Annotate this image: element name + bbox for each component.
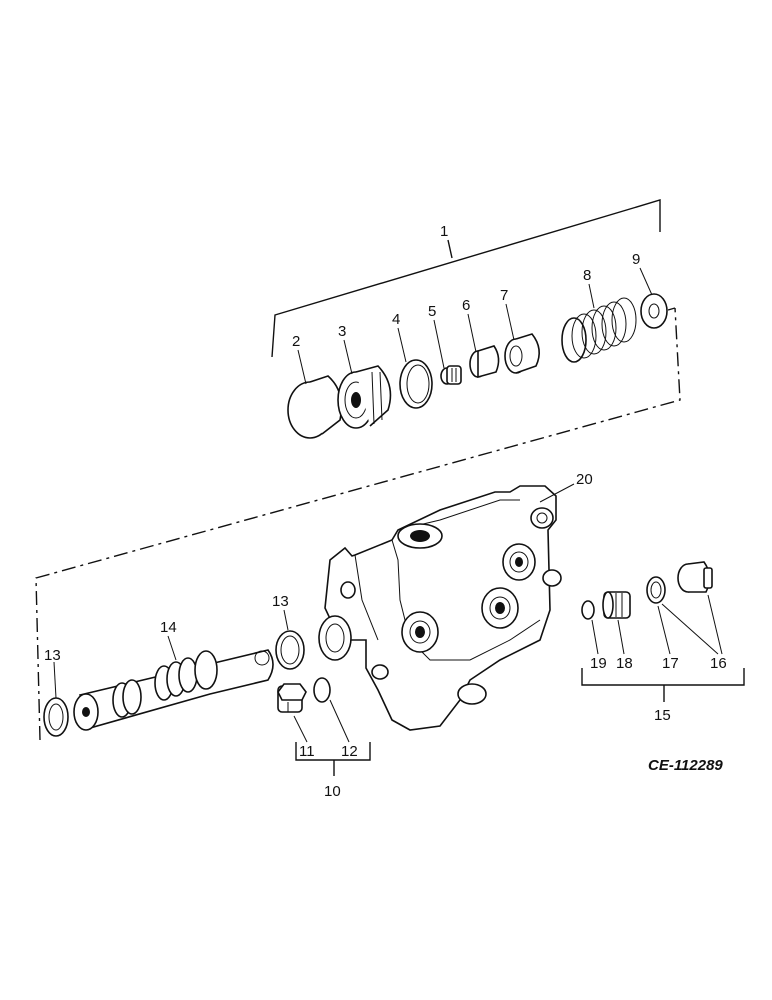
callout-3: 3: [338, 323, 346, 340]
part-18-fitting: [602, 591, 631, 619]
part-19-o-ring: [581, 600, 595, 620]
part-16-cap: [677, 561, 713, 593]
part-3-valve-seat: [337, 365, 392, 429]
part-9-washer: [640, 293, 668, 329]
callout-20: 20: [576, 471, 593, 488]
part-13-o-ring-left: [43, 697, 69, 737]
leader-lines: [53, 267, 653, 699]
callout-4: 4: [392, 311, 400, 328]
callout-12: 12: [341, 743, 358, 760]
part-6-bushing: [469, 345, 500, 379]
callout-16: 16: [710, 655, 727, 672]
callout-6: 6: [462, 297, 470, 314]
part-20-valve-body: [318, 485, 562, 731]
callout-15: 15: [654, 707, 671, 724]
callout-17: 17: [662, 655, 679, 672]
part-17-washer: [646, 576, 666, 604]
part-12-o-ring: [313, 677, 331, 703]
part-4-o-ring: [399, 359, 433, 409]
part-8-spring: [561, 297, 637, 363]
part-11-plug: [277, 683, 307, 713]
callout-2: 2: [292, 333, 300, 350]
bracket-group-10: [293, 699, 371, 776]
callout-19: 19: [590, 655, 607, 672]
callout-13-left: 13: [44, 647, 61, 664]
callout-1: 1: [440, 223, 448, 240]
bracket-group-1: [271, 199, 661, 358]
callout-13-right: 13: [272, 593, 289, 610]
part-5-poppet: [440, 365, 462, 385]
assembly-centerline: [35, 307, 681, 741]
callout-8: 8: [583, 267, 591, 284]
part-7-sleeve: [504, 333, 540, 374]
callout-14: 14: [160, 619, 177, 636]
callout-18: 18: [616, 655, 633, 672]
bracket-group-15: [581, 594, 745, 702]
callout-11: 11: [299, 743, 315, 760]
part-2-cap: [287, 375, 343, 439]
callout-labels: 1 2 3 4 5 6 7 8 9 20 13 14 13 11 12 10 1…: [44, 223, 727, 800]
callout-10: 10: [324, 783, 341, 800]
figure-id: CE-112289: [648, 757, 723, 774]
callout-7: 7: [500, 287, 508, 304]
callout-9: 9: [632, 251, 640, 268]
part-13-o-ring-right: [275, 630, 305, 670]
callout-5: 5: [428, 303, 436, 320]
part-14-spool: [73, 649, 274, 731]
